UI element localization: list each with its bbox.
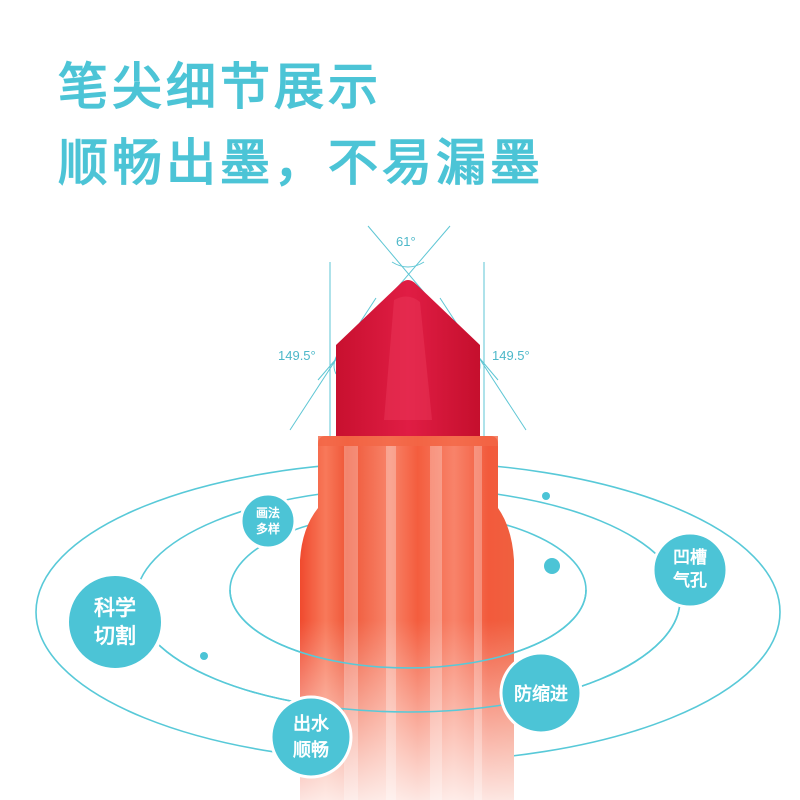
- orbit-dot-large: [544, 558, 560, 574]
- feature-text-line2: 切割: [94, 624, 136, 648]
- orbit-dot-small-right: [542, 492, 550, 500]
- orbit-dot-small-left: [200, 652, 208, 660]
- feature-bubble-groove-vent: 凹槽 气孔: [651, 531, 729, 609]
- feature-bubble-scientific-cut: 科学 切割: [65, 572, 165, 672]
- headline-line-1: 笔尖细节展示: [58, 58, 382, 116]
- headline-line-2: 顺畅出墨，不易漏墨: [58, 134, 544, 192]
- feature-text-line2: 顺畅: [293, 739, 329, 761]
- feature-bubble-anti-retract: 防缩进: [499, 651, 583, 735]
- feature-bubble-smooth-flow: 出水 顺畅: [269, 695, 353, 779]
- feature-bubble-drawing-styles: 画法 多样: [239, 492, 297, 550]
- feature-text-line2: 气孔: [672, 570, 707, 591]
- orbit-dots: [200, 492, 560, 660]
- angle-label-left: 149.5°: [278, 348, 316, 363]
- angle-label-right: 149.5°: [492, 348, 530, 363]
- angle-label-top: 61°: [396, 234, 416, 249]
- feature-text-line1: 防缩进: [514, 683, 568, 705]
- feature-text-line2: 多样: [256, 521, 280, 536]
- feature-text-line1: 凹槽: [673, 547, 707, 568]
- feature-text-line1: 画法: [256, 505, 280, 520]
- feature-text-line1: 出水: [293, 713, 330, 735]
- feature-text-line1: 科学: [94, 596, 136, 620]
- pen-tip: [336, 280, 480, 440]
